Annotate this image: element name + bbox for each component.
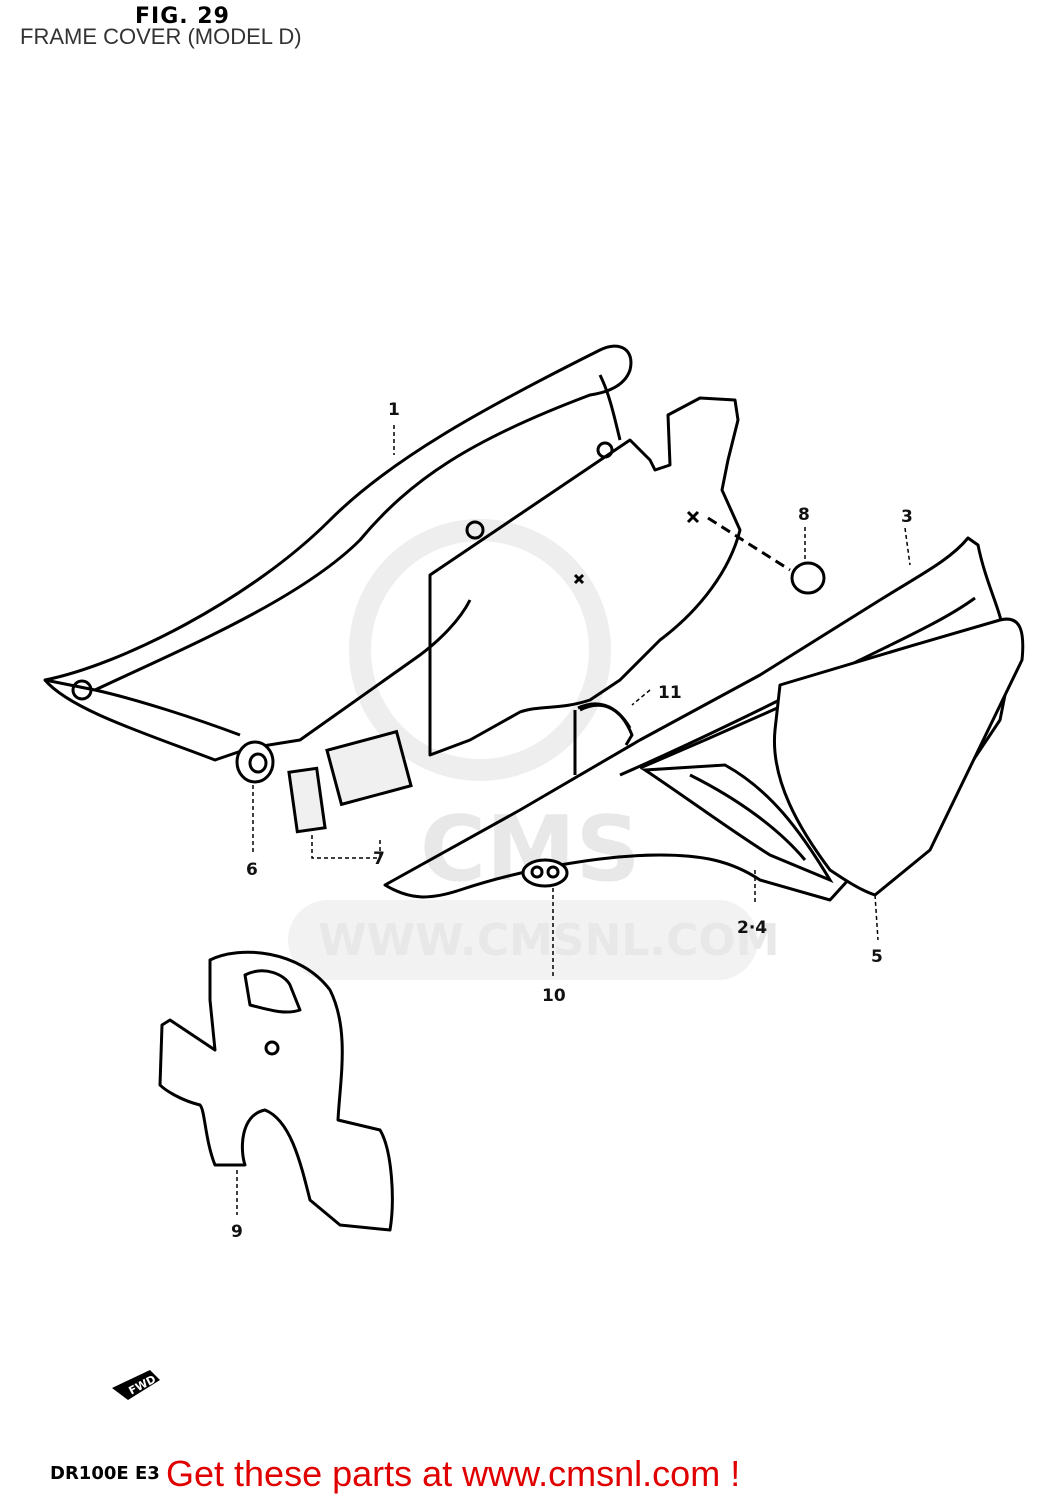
leader-lines <box>236 425 911 1215</box>
callout-5: 5 <box>871 947 883 967</box>
callout-1: 1 <box>388 400 400 420</box>
part-6-grommet <box>235 740 275 784</box>
watermark: CMS WWW.CMSNL.COM <box>288 519 780 980</box>
watermark-brand: CMS <box>420 797 640 902</box>
callout-3: 3 <box>901 507 913 527</box>
model-code: DR100E E3 <box>50 1463 160 1484</box>
part-8-grommet <box>707 516 826 595</box>
part-2-4-strip <box>640 763 834 884</box>
callout-9: 9 <box>231 1222 243 1242</box>
part-11-bracket <box>577 702 632 729</box>
callout-10: 10 <box>542 986 566 1006</box>
promo-link[interactable]: Get these parts at www.cmsnl.com ! <box>166 1453 741 1494</box>
part-10-clip <box>521 858 569 888</box>
callout-6: 6 <box>246 860 258 880</box>
part-1-frame-cover <box>43 344 633 762</box>
part-5-emblem <box>772 617 1025 897</box>
fwd-arrow-icon: FWD <box>112 1370 160 1400</box>
watermark-site: WWW.CMSNL.COM <box>318 915 780 966</box>
part-9-shield <box>158 950 394 1232</box>
callout-7: 7 <box>373 849 385 869</box>
figure-title: FRAME COVER (MODEL D) <box>20 24 302 49</box>
callout-labels: 1 3 8 11 6 7 2·4 5 10 9 <box>231 400 913 1242</box>
callout-2-4: 2·4 <box>737 918 767 938</box>
part-7-emblems <box>287 729 413 834</box>
callout-11: 11 <box>658 683 682 703</box>
figure-number: FIG. 29 <box>135 4 230 29</box>
callout-8: 8 <box>798 505 810 525</box>
